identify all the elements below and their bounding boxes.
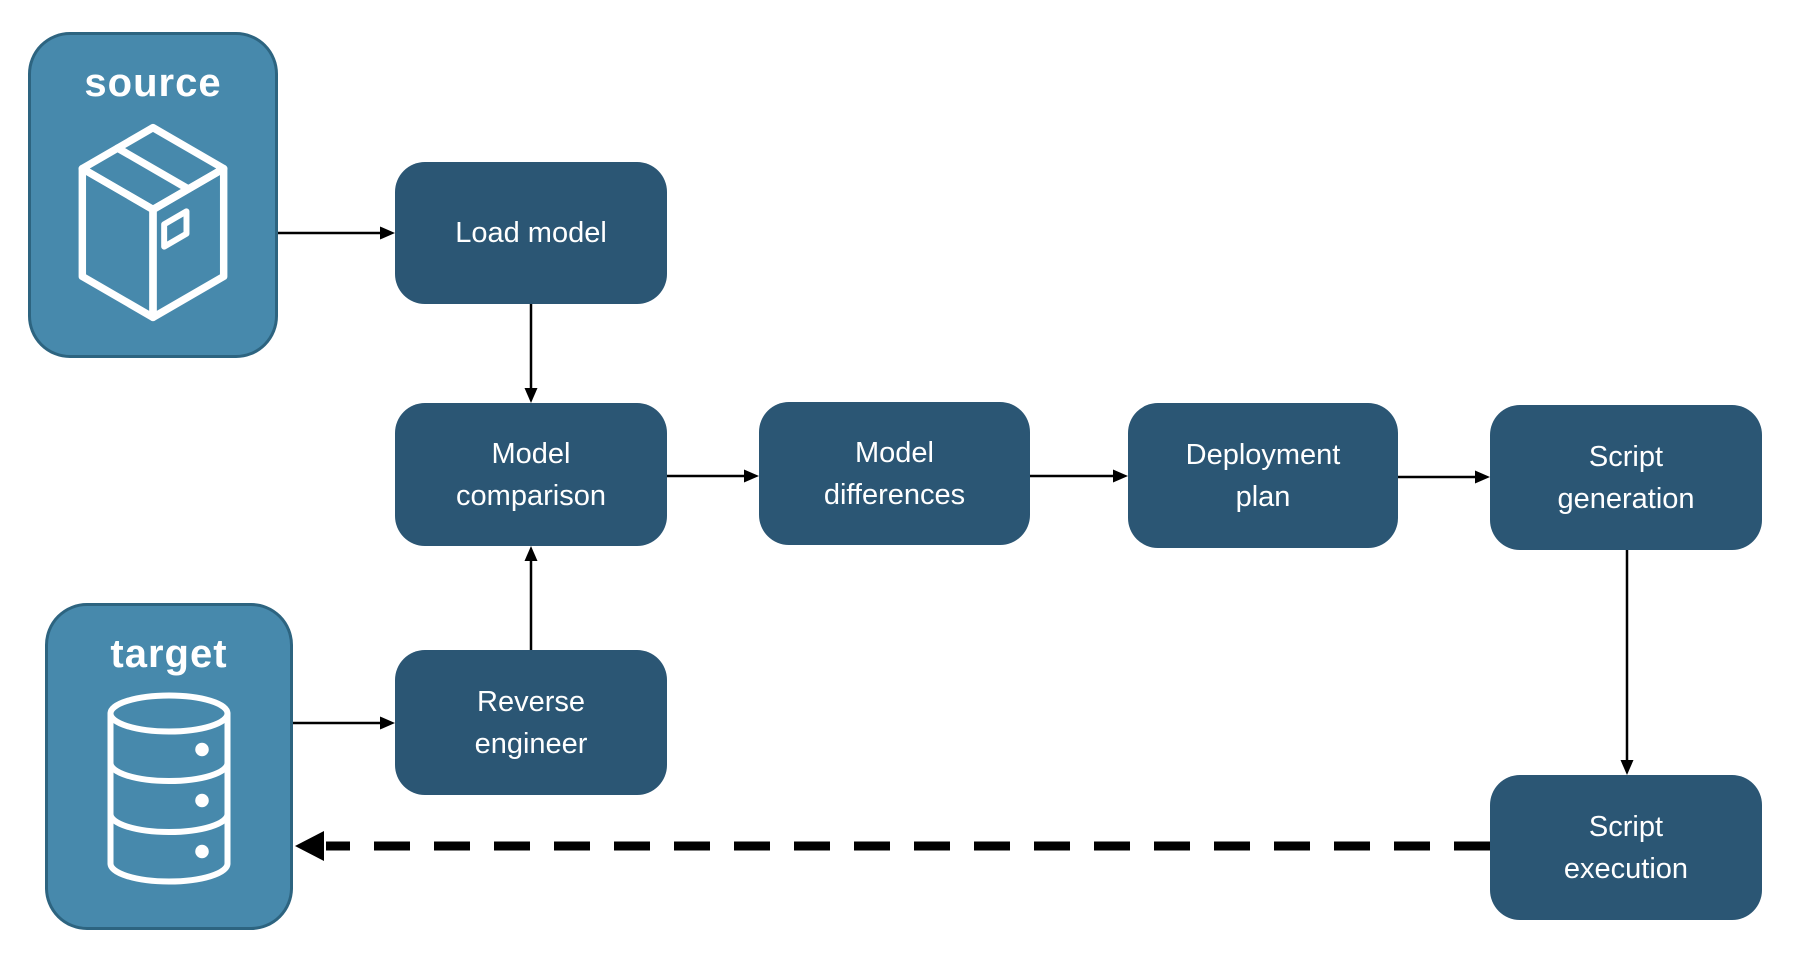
load-model-label: Load model bbox=[455, 217, 607, 249]
model-differences-label-line1: Model bbox=[855, 436, 934, 469]
arrow-deployment-plan-to-script-generation bbox=[1398, 470, 1490, 484]
reverse-engineer-label-line1: Reverse bbox=[477, 685, 585, 718]
deployment-plan-label-line1: Deployment bbox=[1185, 438, 1341, 471]
arrow-script-execution-to-target-dashed bbox=[295, 831, 1490, 861]
arrow-model-differences-to-deployment-plan bbox=[1030, 469, 1128, 483]
arrow-target-to-reverse-engineer bbox=[293, 716, 395, 730]
model-comparison-label-line2: comparison bbox=[456, 479, 606, 512]
arrow-reverse-engineer-to-model-comparison bbox=[524, 546, 538, 650]
package-icon bbox=[78, 123, 228, 322]
script-execution-label-line2: execution bbox=[1563, 852, 1689, 885]
arrow-load-model-to-model-comparison bbox=[524, 304, 538, 403]
node-source: source bbox=[28, 32, 278, 358]
node-load-model: Load model bbox=[395, 162, 667, 304]
script-execution-label-line1: Script bbox=[1588, 810, 1664, 843]
source-label: source bbox=[84, 61, 222, 105]
script-generation-label-line1: Script bbox=[1588, 440, 1664, 473]
target-label: target bbox=[110, 632, 228, 676]
model-differences-label-line2: differences bbox=[823, 478, 966, 511]
script-generation-label-line2: generation bbox=[1557, 482, 1695, 515]
reverse-engineer-label-line2: engineer bbox=[474, 727, 588, 760]
database-icon bbox=[107, 692, 231, 885]
node-script-execution: Script execution bbox=[1490, 775, 1762, 920]
node-script-generation: Script generation bbox=[1490, 405, 1762, 550]
arrow-script-generation-to-script-execution bbox=[1620, 550, 1634, 775]
arrow-source-to-load-model bbox=[278, 226, 395, 240]
node-target: target bbox=[45, 603, 293, 930]
model-comparison-label-line1: Model bbox=[491, 437, 571, 470]
node-deployment-plan: Deployment plan bbox=[1128, 403, 1398, 548]
arrow-model-comparison-to-model-differences bbox=[667, 469, 759, 483]
node-model-comparison: Model comparison bbox=[395, 403, 667, 546]
node-reverse-engineer: Reverse engineer bbox=[395, 650, 667, 795]
node-model-differences: Model differences bbox=[759, 402, 1030, 545]
deployment-plan-label-line2: plan bbox=[1235, 480, 1291, 513]
